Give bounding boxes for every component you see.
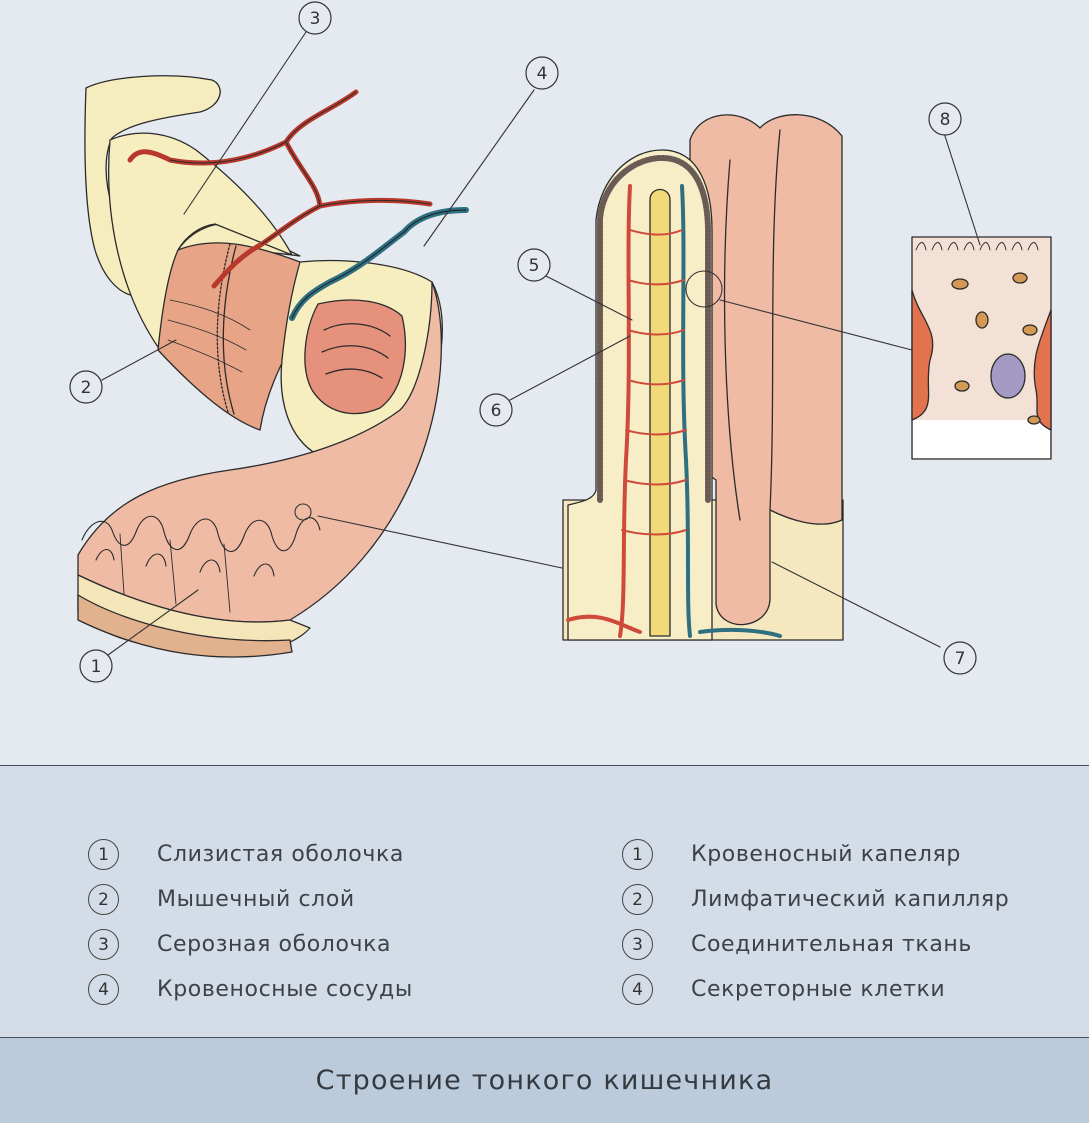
page-title: Строение тонкого кишечника <box>315 1065 774 1096</box>
legend-item: 3 Серозная оболочка <box>88 922 413 967</box>
legend-label: Секреторные клетки <box>691 977 946 1002</box>
leader-lines <box>101 31 981 656</box>
callout-8 <box>928 102 962 136</box>
callout-5 <box>517 248 551 282</box>
legend-label: Лимфатический капилляр <box>691 887 1010 912</box>
villus-artery <box>618 184 632 638</box>
villus-body <box>567 149 713 641</box>
legend-item: 2 Мышечный слой <box>88 877 413 922</box>
villus-epithelium <box>597 155 711 503</box>
callout-6 <box>479 393 513 427</box>
intestine-tube-illustration <box>77 75 443 658</box>
lacteal <box>649 188 671 637</box>
callouts <box>69 1 977 683</box>
legend-label: Серозная оболочка <box>157 932 392 957</box>
legend-column-left: 1 Слизистая оболочка 2 Мышечный слой 3 С… <box>88 832 413 1012</box>
legend-item: 2 Лимфатический капилляр <box>622 877 1009 922</box>
legend-number: 3 <box>88 929 119 960</box>
callout-1 <box>79 649 113 683</box>
callout-label-8: 8 <box>940 110 951 130</box>
villus-back-fold <box>689 114 843 626</box>
callout-label-3: 3 <box>310 9 321 29</box>
legend-label: Кровеносный капеляр <box>691 842 961 867</box>
footer-band: Строение тонкого кишечника <box>0 1038 1089 1123</box>
legend-number: 3 <box>622 929 653 960</box>
lumen <box>304 299 406 415</box>
callout-label-1: 1 <box>91 657 102 677</box>
legend-column-right: 1 Кровеносный капеляр 2 Лимфатический ка… <box>622 832 1009 1012</box>
callout-label-6: 6 <box>491 401 502 421</box>
mucosa-edge <box>77 594 293 658</box>
callout-label-7: 7 <box>955 649 966 669</box>
villus-vein <box>680 184 692 638</box>
legend-number: 4 <box>88 974 119 1005</box>
callout-label-2: 2 <box>81 378 92 398</box>
legend-label: Соединительная ткань <box>691 932 972 957</box>
legend-label: Мышечный слой <box>157 887 355 912</box>
legend-number: 2 <box>622 884 653 915</box>
cell-inset <box>911 236 1052 460</box>
serosa-tube <box>108 132 293 351</box>
callout-label-5: 5 <box>529 256 540 276</box>
callout-3 <box>298 1 332 35</box>
callout-2 <box>69 370 103 404</box>
cell-nucleus <box>990 353 1026 399</box>
callout-7 <box>943 641 977 675</box>
tube-vessels <box>127 89 469 321</box>
legend-label: Кровеносные сосуды <box>157 977 413 1002</box>
legend-number: 2 <box>88 884 119 915</box>
legend-item: 1 Слизистая оболочка <box>88 832 413 877</box>
legend-number: 4 <box>622 974 653 1005</box>
legend-number: 1 <box>88 839 119 870</box>
legend-item: 1 Кровеносный капеляр <box>622 832 1009 877</box>
legend-panel: 1 Слизистая оболочка 2 Мышечный слой 3 С… <box>0 765 1089 1038</box>
intestine-diagram: 1 2 3 4 5 6 7 8 <box>69 1 1052 683</box>
legend-item: 3 Соединительная ткань <box>622 922 1009 967</box>
callout-4 <box>525 56 559 90</box>
legend-item: 4 Кровеносные сосуды <box>88 967 413 1012</box>
villus-illustration <box>562 114 844 641</box>
legend-number: 1 <box>622 839 653 870</box>
callout-label-4: 4 <box>537 64 548 84</box>
legend-item: 4 Секреторные клетки <box>622 967 1009 1012</box>
legend-label: Слизистая оболочка <box>157 842 404 867</box>
